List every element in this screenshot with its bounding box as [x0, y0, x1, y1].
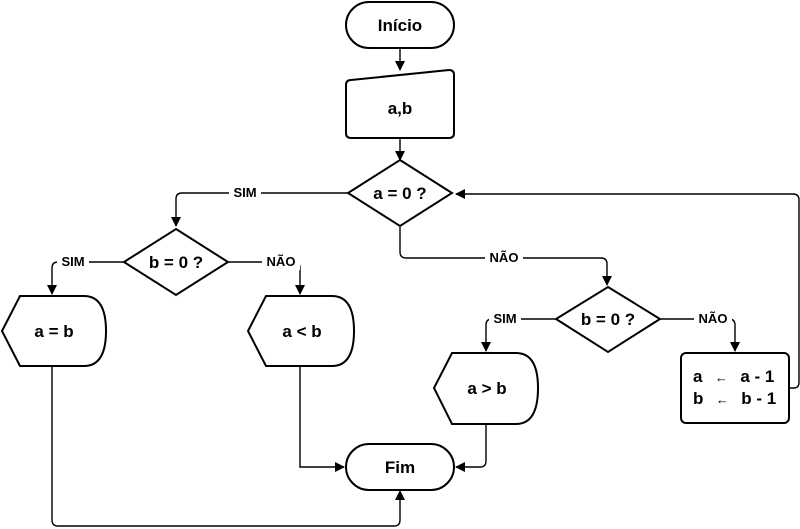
assign-arrow-icon: ←: [715, 370, 728, 385]
edge-labels: SIM NÃO SIM NÃO SIM NÃO: [57, 184, 732, 327]
display-a-gt-b: a > b: [432, 352, 540, 425]
end-node: Fim: [345, 443, 455, 491]
label-cond-a-no: NÃO: [490, 250, 519, 265]
display-a-eq-b: a = b: [0, 295, 108, 367]
decision-b-is-zero-left: b = 0 ?: [122, 227, 230, 297]
edge-a-eq-b-to-end: [51, 366, 405, 527]
label-cond-b-left-no: NÃO: [267, 254, 296, 269]
process-line-2: b ← b - 1: [693, 389, 776, 408]
label-cond-b-right-no: NÃO: [699, 311, 728, 326]
label-cond-b-right-yes: SIM: [493, 311, 516, 326]
start-node: Início: [345, 1, 455, 49]
edge-cond-a-yes: [171, 192, 348, 227]
display-a-lt-b: a < b: [246, 295, 356, 367]
process-decrement: a ← a - 1 b ← b - 1: [680, 352, 790, 424]
edge-a-lt-b-to-end: [299, 366, 345, 472]
display-a-gt-b-label: a > b: [467, 379, 506, 398]
process-line-1-expr: a - 1: [740, 367, 774, 386]
decision-b-left-label: b = 0 ?: [149, 253, 203, 272]
process-line-2-var: b: [693, 389, 703, 408]
process-line-1: a ← a - 1: [693, 367, 774, 386]
display-a-eq-b-label: a = b: [34, 322, 73, 341]
label-cond-a-yes: SIM: [233, 185, 256, 200]
process-line-1-var: a: [693, 367, 703, 386]
end-label: Fim: [385, 458, 415, 477]
display-a-lt-b-label: a < b: [282, 322, 321, 341]
start-label: Início: [378, 16, 422, 35]
decision-a-is-zero: a = 0 ?: [346, 158, 454, 228]
input-label: a,b: [388, 99, 413, 118]
decision-b-right-label: b = 0 ?: [581, 310, 635, 329]
edge-a-gt-b-to-end: [455, 424, 487, 472]
process-line-2-expr: b - 1: [741, 389, 776, 408]
decision-b-is-zero-right: b = 0 ?: [554, 285, 662, 354]
assign-arrow-icon: ←: [716, 392, 729, 407]
label-cond-b-left-yes: SIM: [61, 254, 84, 269]
decision-a-label: a = 0 ?: [373, 184, 426, 203]
edge-process-loop-back: [455, 189, 800, 389]
input-node: a,b: [345, 68, 455, 139]
